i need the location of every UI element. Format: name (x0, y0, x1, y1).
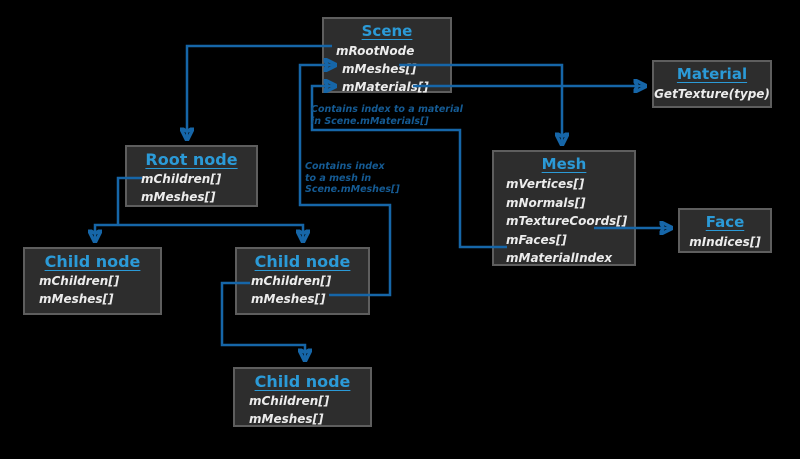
face-field-mindices: mIndices[] (689, 235, 761, 249)
face-node: Face mIndices[] (678, 208, 772, 253)
root-node-field-mchildren: mChildren[] (141, 172, 222, 186)
arrow-rootnode-to-childnode-middle (118, 223, 303, 241)
mesh-index-note-line3: Scene.mMeshes[] (305, 184, 400, 195)
child-node-bottom-field-mchildren: mChildren[] (249, 394, 330, 408)
scene-field-mmaterials: mMaterials[] (342, 80, 429, 94)
child-node-bottom-field-mmeshes: mMeshes[] (249, 412, 324, 426)
child-node-middle: Child node mChildren[] mMeshes[] (235, 247, 370, 315)
mesh-field-mmaterialindex: mMaterialIndex (506, 251, 613, 266)
mesh-index-note-line2: to a mesh in (305, 172, 372, 184)
scene-field-mmeshes: mMeshes[] (342, 62, 417, 76)
child-node-bottom: Child node mChildren[] mMeshes[] (233, 367, 372, 427)
root-node: Root node mChildren[] mMeshes[] (125, 145, 258, 207)
mesh-field-mnormals: mNormals[] (506, 195, 586, 210)
mesh-index-note-line1: Contains index (305, 161, 385, 172)
mesh-index-note: Contains index to a mesh in Scene.mMeshe… (305, 161, 400, 196)
material-field-gettexture: GetTexture(type) (654, 87, 770, 101)
child-node-bottom-title: Child node (254, 372, 351, 391)
child-node-left: Child node mChildren[] mMeshes[] (23, 247, 162, 315)
material-node: Material GetTexture(type) (652, 60, 772, 108)
material-index-note-line2: in Scene.mMaterials[] (311, 115, 429, 127)
arrow-rootnode-to-childnode-left (95, 223, 118, 241)
scene-node: Scene mRootNode mMeshes[] mMaterials[] (322, 17, 452, 94)
mesh-field-mvertices: mVertices[] (506, 177, 585, 191)
child-node-left-field-mchildren: mChildren[] (39, 274, 120, 288)
mesh-node: Mesh mVertices[] mNormals[] mTextureCoor… (492, 150, 636, 266)
scene-title: Scene (361, 22, 413, 40)
child-node-middle-field-mmeshes: mMeshes[] (251, 292, 326, 306)
child-node-left-field-mmeshes: mMeshes[] (39, 292, 114, 306)
mesh-field-mtexturecoords: mTextureCoords[] (506, 214, 628, 229)
child-node-middle-field-mchildren: mChildren[] (251, 274, 332, 288)
child-node-left-title: Child node (44, 252, 141, 271)
mesh-title: Mesh (541, 155, 587, 173)
root-node-field-mmeshes: mMeshes[] (141, 190, 216, 204)
root-node-title: Root node (145, 150, 238, 169)
scene-field-mrootnode: mRootNode (336, 44, 415, 58)
material-index-note-line1: Contains index to a material (311, 104, 463, 115)
material-title: Material (676, 65, 748, 83)
child-node-middle-title: Child node (254, 252, 351, 271)
material-index-note: Contains index to a material in Scene.mM… (311, 104, 463, 127)
face-title: Face (705, 213, 745, 231)
mesh-field-mfaces: mFaces[] (506, 232, 567, 247)
